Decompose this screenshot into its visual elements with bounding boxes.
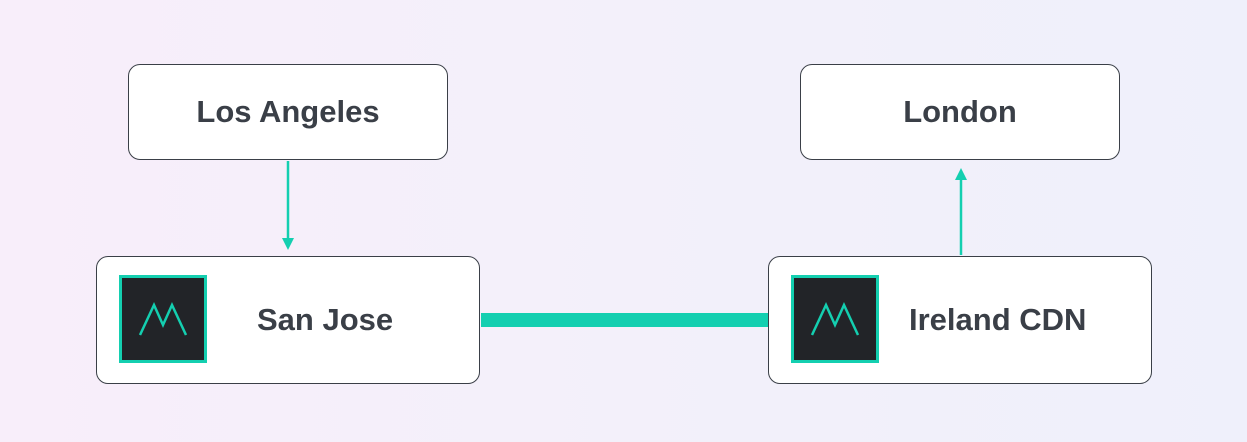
node-los-angeles-label: Los Angeles — [196, 94, 380, 129]
m-logo-icon — [119, 275, 207, 363]
node-london[interactable]: London — [800, 64, 1120, 160]
node-los-angeles[interactable]: Los Angeles — [128, 64, 448, 160]
node-ireland-cdn-label: Ireland CDN — [909, 302, 1087, 337]
node-san-jose[interactable]: San Jose — [96, 256, 480, 384]
node-ireland-cdn[interactable]: Ireland CDN — [768, 256, 1152, 384]
node-london-label: London — [903, 94, 1017, 129]
node-san-jose-label: San Jose — [257, 302, 394, 337]
m-logo-icon — [791, 275, 879, 363]
